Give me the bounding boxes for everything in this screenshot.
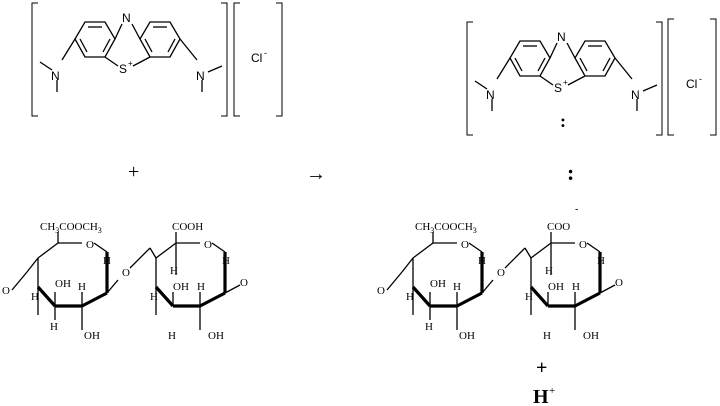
sulfur-charge-product: +: [563, 78, 568, 87]
oh-2: OH: [84, 330, 100, 342]
lone-pair-sulfur: :: [560, 111, 566, 131]
pectin-reactant: CH3COOCH3 COOH: [2, 221, 248, 342]
acid-group: COOH: [172, 221, 203, 233]
ring-sulfur: S: [119, 62, 127, 76]
ring-oxygen-1-product: O: [461, 239, 469, 251]
h-5-product: H: [545, 265, 553, 277]
end-oxygen-left-product: O: [377, 285, 385, 297]
bracket-right: [221, 2, 228, 117]
ester-group: CH3COOCH3: [40, 221, 102, 235]
h-5: H: [170, 265, 178, 277]
oh-3: OH: [173, 281, 189, 293]
end-oxygen-right: O: [240, 277, 248, 289]
h-6: H: [222, 255, 230, 267]
amine-nitrogen-right-product: N: [631, 88, 640, 102]
plus-sign: +: [128, 161, 139, 183]
h-4-product: H: [425, 321, 433, 333]
h-1-product: H: [478, 255, 486, 267]
h-3: H: [78, 281, 86, 293]
glycosidic-oxygen: O: [122, 267, 130, 279]
oh-3-product: OH: [548, 281, 564, 293]
ring-nitrogen: N: [122, 11, 131, 25]
h-8: H: [197, 281, 205, 293]
h-9: H: [168, 330, 176, 342]
ester-group-product: CH3COOCH3: [415, 221, 477, 235]
chloride-reactant: Cl -: [233, 2, 283, 117]
amine-nitrogen-right: N: [196, 69, 205, 83]
anion-charge: -: [575, 204, 578, 215]
h-8-product: H: [572, 281, 580, 293]
glycosidic-oxygen-product: O: [497, 267, 505, 279]
oh-1-product: OH: [430, 278, 446, 290]
h-1: H: [103, 255, 111, 267]
oh-2-product: OH: [459, 330, 475, 342]
h-2: H: [31, 291, 39, 303]
ring-sulfur-product: S: [554, 81, 562, 95]
oh-4: OH: [208, 330, 224, 342]
ring-nitrogen-product: N: [557, 30, 566, 44]
h-6-product: H: [597, 255, 605, 267]
ring-oxygen-2: O: [204, 239, 212, 251]
proton-symbol: H: [533, 386, 549, 406]
proton-charge: +: [549, 385, 555, 397]
end-oxygen-right-product: O: [615, 277, 623, 289]
bracket-left: [31, 2, 38, 117]
h-4: H: [50, 321, 58, 333]
methylene-blue-reactant: N S + N N: [31, 2, 228, 117]
chloride-charge: -: [264, 48, 267, 58]
chloride-charge-product: -: [699, 74, 702, 84]
methylene-blue-product: N S + N N :: [466, 21, 663, 136]
chloride-symbol-product: Cl: [686, 77, 697, 91]
sulfur-charge: +: [128, 59, 133, 68]
anion-group: COO: [547, 221, 570, 233]
h-9-product: H: [543, 330, 551, 342]
h-7-product: H: [525, 291, 533, 303]
amine-nitrogen-left-product: N: [486, 88, 495, 102]
oh-1: OH: [55, 278, 71, 290]
lone-pair-pectin: :: [567, 160, 574, 185]
reaction-arrow: →: [306, 163, 326, 185]
amine-nitrogen-left: N: [51, 69, 60, 83]
chloride-symbol: Cl: [251, 51, 262, 65]
pectin-product: CH3COOCH3 COO -: [377, 204, 623, 342]
h-7: H: [150, 291, 158, 303]
ring-oxygen-2-product: O: [579, 239, 587, 251]
chloride-product: Cl -: [667, 18, 717, 136]
ring-oxygen-1: O: [86, 239, 94, 251]
h-2-product: H: [406, 291, 414, 303]
proton-plus: +: [536, 357, 547, 379]
end-oxygen-left: O: [2, 285, 10, 297]
oh-4-product: OH: [583, 330, 599, 342]
h-3-product: H: [453, 281, 461, 293]
